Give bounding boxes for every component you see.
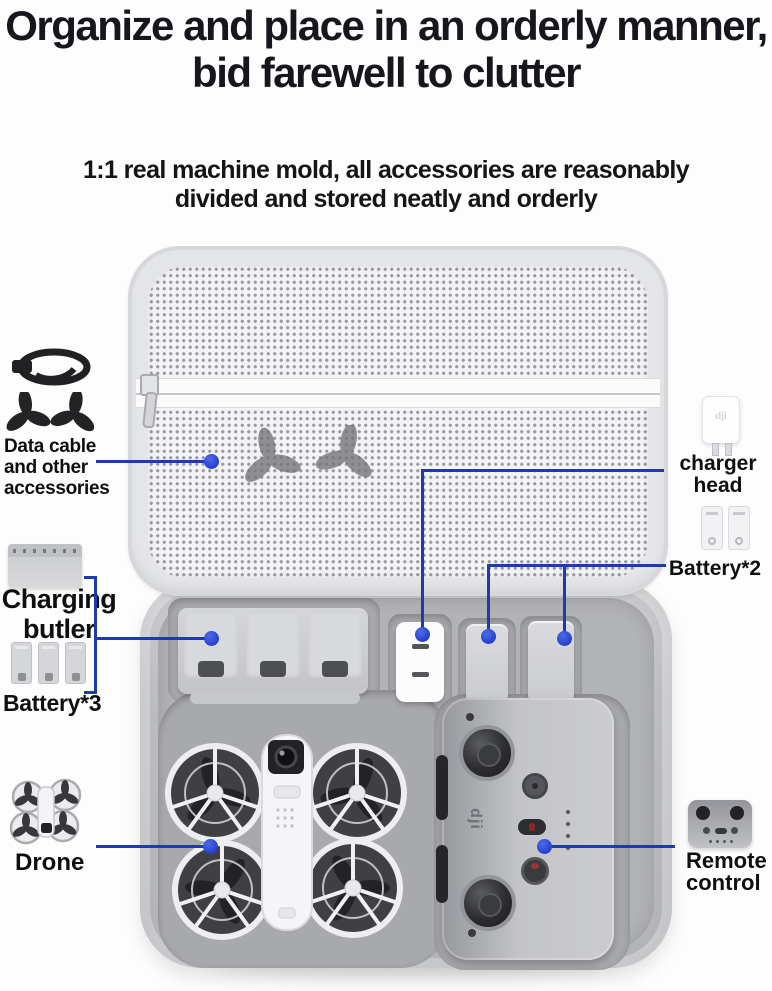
charging-dock-in-case xyxy=(178,608,368,694)
drone-in-case xyxy=(165,734,407,940)
case-bottom-shell: dji xyxy=(140,580,672,970)
remote-mode-switch xyxy=(518,819,546,835)
data-cable-thumbnail xyxy=(12,348,91,386)
data-cable-label-line1: Data cable xyxy=(4,436,97,457)
page-title-line2: bid farewell to clutter xyxy=(192,49,581,96)
battery-thumb xyxy=(65,642,86,684)
remote-screw xyxy=(468,929,476,937)
leader-battery2-vertical-2 xyxy=(563,567,566,633)
remote-joystick-top xyxy=(459,725,515,781)
data-cable-label-line2: and other xyxy=(4,457,88,478)
charger-prong xyxy=(725,443,732,456)
charging-butler-label: Charging butler xyxy=(0,584,118,644)
leader-data-cable xyxy=(96,460,208,463)
remote-battery-led xyxy=(566,810,570,814)
remote-battery-led xyxy=(566,846,570,850)
leader-remote xyxy=(552,845,675,848)
remote-thumb-led xyxy=(716,840,719,843)
leader-charger-head-horizontal xyxy=(421,469,664,472)
page-title: Organize and place in an orderly manner,… xyxy=(0,2,772,96)
charging-butler-label-line2: butler xyxy=(22,614,96,644)
remote-screw xyxy=(466,713,474,721)
battery2-thumbnail xyxy=(701,506,753,550)
remote-label-line2: control xyxy=(686,870,761,895)
charger-head-label-line1: charger xyxy=(679,452,757,475)
battery3-label: Battery*3 xyxy=(3,690,102,716)
remote-thumb-joystick xyxy=(696,806,710,820)
bracket-bottom-tick xyxy=(84,691,94,694)
dji-logo-faint: dji xyxy=(715,411,727,422)
charging-butler-label-line1: Charging xyxy=(1,584,117,614)
charger-head-label-line2: head xyxy=(693,474,743,497)
page-title-line1: Organize and place in an orderly manner, xyxy=(5,2,768,49)
leader-dot-drone xyxy=(203,839,218,854)
leader-dot-battery2-b xyxy=(557,631,572,646)
remote-thumb-joystick xyxy=(730,806,744,820)
leader-charger-head-vertical xyxy=(421,472,424,630)
battery-thumb xyxy=(728,506,750,550)
remote-thumb-button xyxy=(703,827,710,834)
leader-dot-charger-head xyxy=(415,627,430,642)
remote-control-thumbnail xyxy=(688,800,752,848)
drone-label: Drone xyxy=(15,849,85,876)
charger-prong-slot xyxy=(412,644,429,649)
battery-thumb xyxy=(38,642,59,684)
battery2-label: Battery*2 xyxy=(668,557,762,580)
data-cable-label: Data cable and other accessories xyxy=(4,436,110,499)
dock-battery-3 xyxy=(308,614,362,680)
remote-record-button xyxy=(521,857,549,885)
remote-joystick-bottom xyxy=(460,875,516,931)
charging-butler-thumbnail xyxy=(8,544,82,588)
remote-power-button xyxy=(522,773,548,799)
remote-thumb-button xyxy=(731,827,738,834)
page-subtitle-line1: 1:1 real machine mold, all accessories a… xyxy=(82,156,690,184)
dock-notch xyxy=(322,661,348,677)
drone-thumb-camera xyxy=(41,823,52,833)
page-subtitle: 1:1 real machine mold, all accessories a… xyxy=(0,156,772,214)
leader-dot-data-cable xyxy=(204,454,219,469)
bracket-top-tick xyxy=(84,576,94,579)
dock-battery-1 xyxy=(184,614,238,680)
remote-antenna-clip xyxy=(436,845,448,903)
battery-thumb xyxy=(11,642,32,684)
leader-charging-butler xyxy=(97,637,205,640)
drone-thumbnail xyxy=(9,778,82,845)
case-lid xyxy=(128,246,668,596)
leader-drone xyxy=(96,845,204,848)
remote-label-line1: Remote xyxy=(686,848,767,873)
remote-thumb-led xyxy=(709,840,712,843)
dock-notch xyxy=(198,661,224,677)
battery3-thumbnail xyxy=(11,642,91,684)
remote-battery-led xyxy=(566,834,570,838)
charger-prong-slot xyxy=(412,672,429,677)
battery-thumb xyxy=(701,506,723,550)
remote-control-label: Remote control xyxy=(686,850,767,894)
spare-propellers-thumbnail xyxy=(6,392,95,432)
dock-notch xyxy=(260,661,286,677)
page-subtitle-line2: divided and stored neatly and orderly xyxy=(174,185,598,213)
leader-battery2-vertical-1 xyxy=(487,567,490,631)
drone-body xyxy=(261,734,313,931)
dock-battery-2 xyxy=(246,614,300,680)
charger-head-thumbnail: dji xyxy=(702,396,740,456)
dji-logo: dji xyxy=(466,808,484,830)
bracket-vertical xyxy=(94,576,97,694)
propellers-behind-mesh xyxy=(245,425,372,482)
charger-head-label: charger head xyxy=(664,453,772,497)
remote-thumb-led xyxy=(730,840,733,843)
leader-dot-battery2-a xyxy=(481,629,496,644)
leader-dot-remote xyxy=(537,839,552,854)
zipper xyxy=(136,378,660,408)
dock-lip xyxy=(190,692,360,704)
remote-thumb-switch xyxy=(715,828,727,834)
leader-battery2-horizontal xyxy=(487,564,666,567)
mesh-pocket xyxy=(148,266,648,578)
remote-battery-led xyxy=(566,822,570,826)
remote-antenna-clip xyxy=(436,755,448,820)
remote-control-in-case: dji xyxy=(436,698,614,960)
leader-dot-charging-butler xyxy=(204,631,219,646)
remote-thumb-led xyxy=(723,840,726,843)
data-cable-label-line3: accessories xyxy=(4,478,110,499)
charger-prong xyxy=(712,443,719,456)
